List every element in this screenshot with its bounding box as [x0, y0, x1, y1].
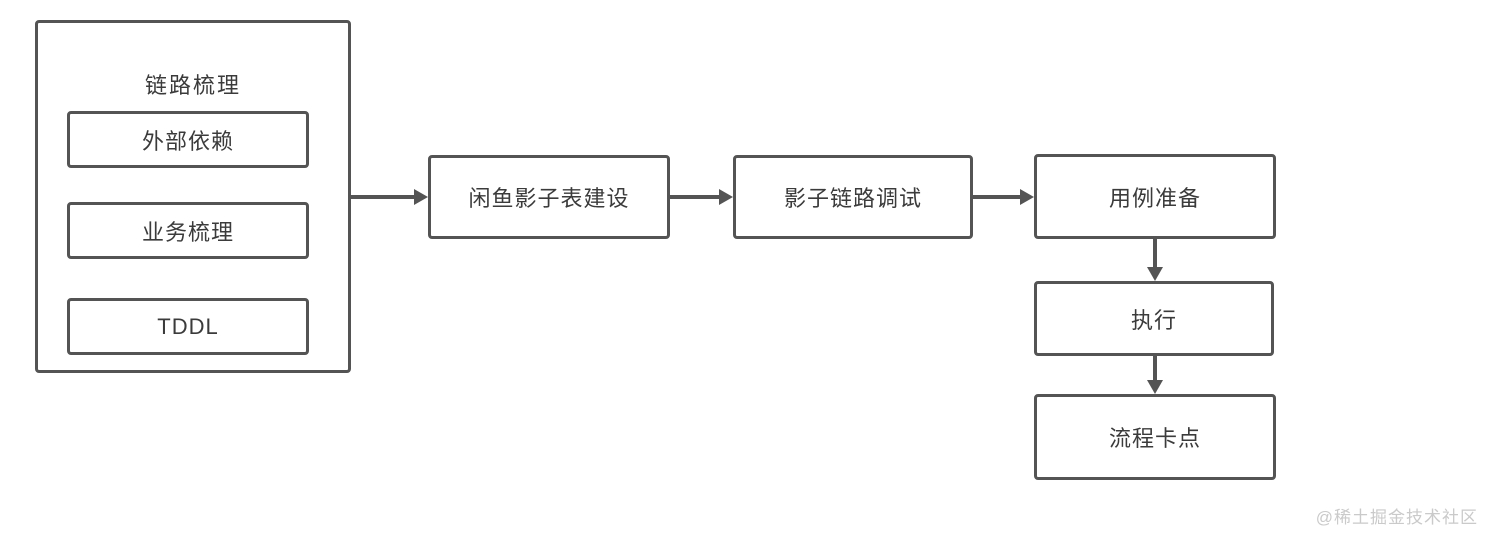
node-shadow-table-build: 闲鱼影子表建设	[428, 155, 670, 239]
arrow-shaft	[970, 195, 1020, 199]
node-tddl: TDDL	[67, 298, 309, 355]
node-process-checkpoint: 流程卡点	[1034, 394, 1276, 480]
arrowhead-down-icon	[1147, 267, 1163, 281]
arrow-right-icon-shadowtable-to-debug	[668, 189, 733, 205]
arrowhead-right-icon	[719, 189, 733, 205]
node-external-dependency: 外部依赖	[67, 111, 309, 168]
arrow-down-icon-execute-to-checkpoint	[1147, 355, 1163, 394]
arrow-shaft	[1153, 238, 1157, 267]
arrow-shaft	[350, 195, 414, 199]
arrowhead-right-icon	[414, 189, 428, 205]
arrow-shaft	[668, 195, 719, 199]
node-case-preparation: 用例准备	[1034, 154, 1276, 239]
group-box-link-sorting: 链路梳理 外部依赖 业务梳理 TDDL	[35, 20, 351, 373]
arrow-right-icon-debug-to-caseprep	[970, 189, 1034, 205]
arrow-down-icon-caseprep-to-execute	[1147, 238, 1163, 281]
node-execute: 执行	[1034, 281, 1274, 356]
node-shadow-link-debug: 影子链路调试	[733, 155, 973, 239]
arrowhead-down-icon	[1147, 380, 1163, 394]
watermark-text: @稀土掘金技术社区	[1315, 508, 1478, 527]
node-business-sorting: 业务梳理	[67, 202, 309, 259]
arrow-shaft	[1153, 355, 1157, 380]
arrowhead-right-icon	[1020, 189, 1034, 205]
arrow-right-icon-group-to-shadowtable	[350, 189, 428, 205]
group-title: 链路梳理	[144, 73, 241, 98]
